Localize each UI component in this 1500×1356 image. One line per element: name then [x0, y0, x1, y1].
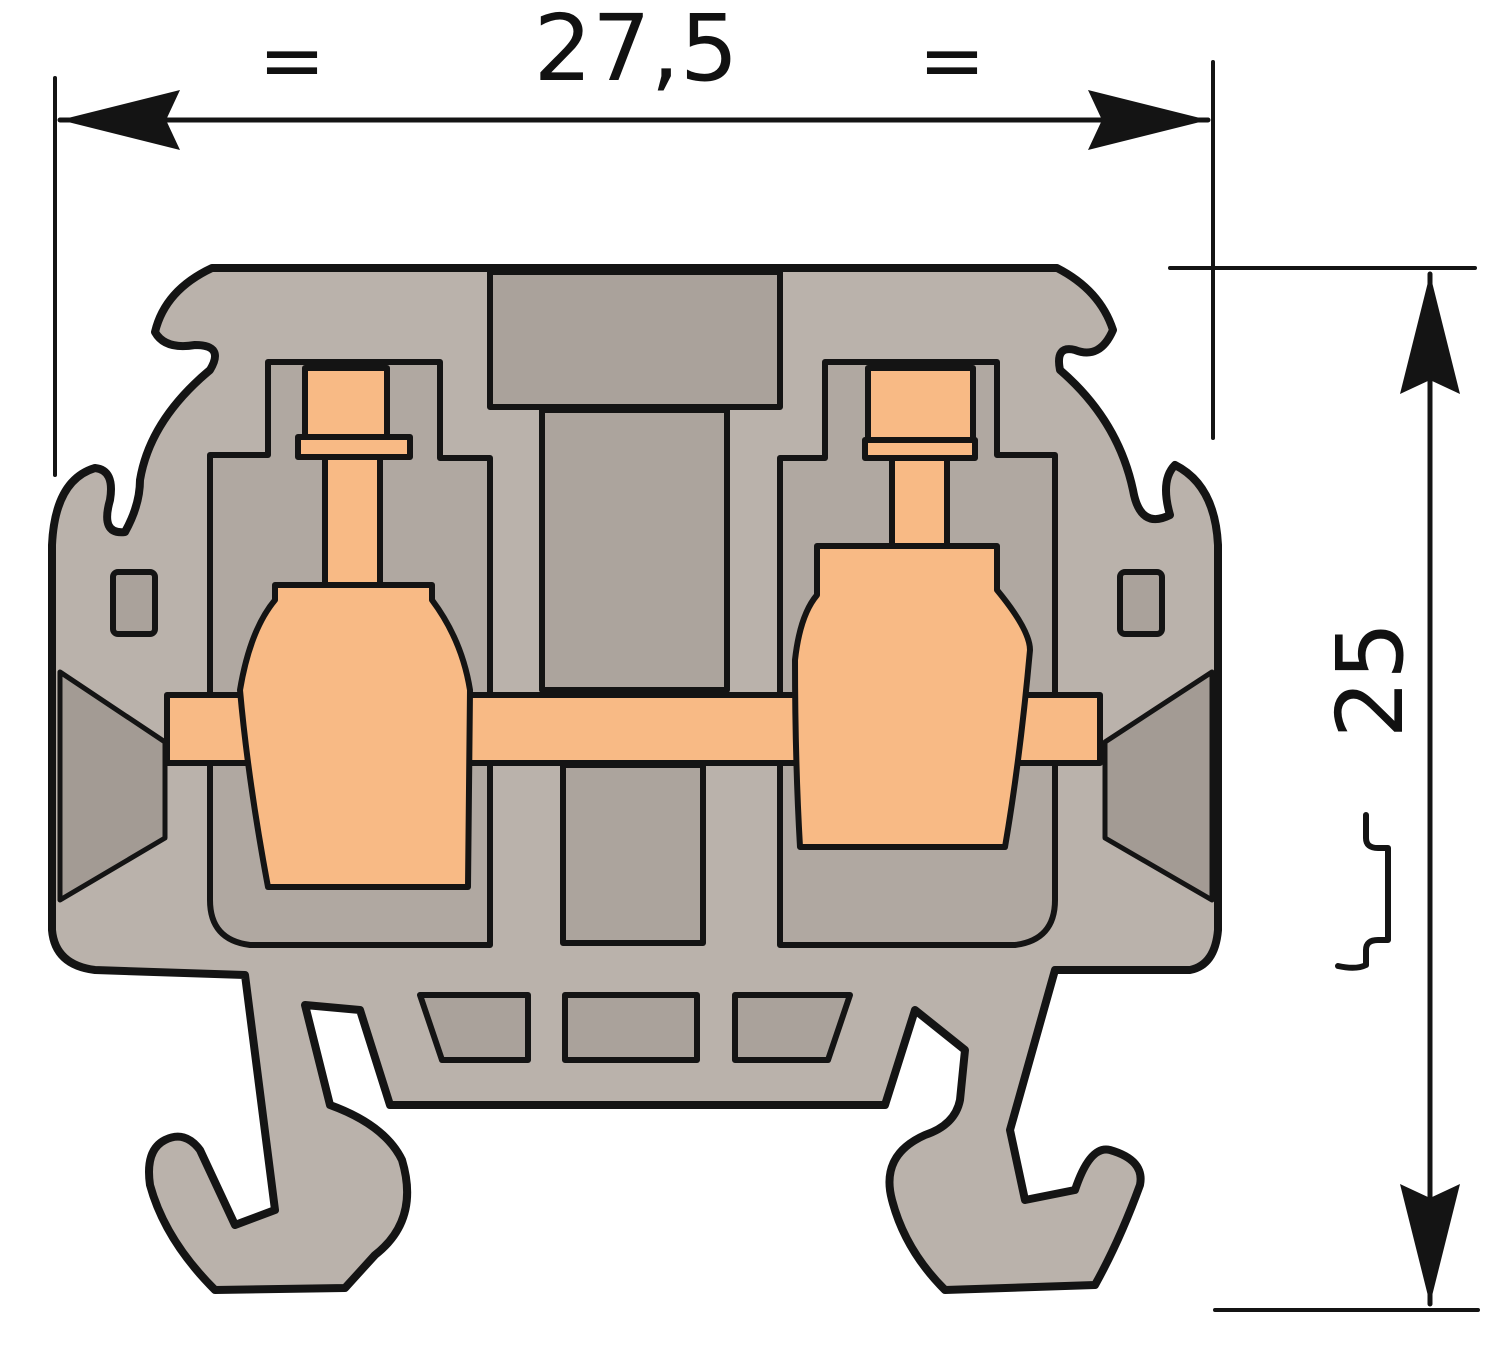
- equal-mark-left: =: [258, 14, 325, 107]
- left-screw-head: [302, 365, 390, 446]
- bottom-vent-right: [732, 992, 853, 1063]
- height-label: 25: [1317, 621, 1424, 738]
- bottom-vent-left: [417, 992, 531, 1063]
- equal-mark-right: =: [918, 14, 985, 107]
- height-dimension: 25: [1168, 266, 1480, 1312]
- din-rail-icon: [1335, 812, 1391, 971]
- right-window: [1117, 569, 1165, 637]
- width-label: 27,5: [534, 0, 739, 102]
- height-arrow-top: [1400, 274, 1460, 394]
- bottom-vent-center: [562, 992, 700, 1063]
- right-clamp: [792, 543, 1033, 850]
- left-clamp: [237, 582, 473, 890]
- left-side-recess: [57, 669, 168, 903]
- right-screw-head: [865, 365, 976, 446]
- center-channel-upper: [539, 407, 730, 693]
- center-channel-lower: [560, 762, 706, 946]
- width-dimension: 27,5 = =: [53, 0, 1215, 477]
- width-arrow-right: [1088, 90, 1208, 150]
- terminal-block: [48, 264, 1222, 1294]
- top-center-cap: [487, 269, 783, 410]
- width-arrow-left: [60, 90, 180, 150]
- right-side-recess: [1102, 669, 1215, 903]
- right-screw-shaft: [889, 455, 950, 549]
- left-screw-shaft: [322, 454, 383, 590]
- height-arrow-bottom: [1400, 1184, 1460, 1304]
- left-window: [110, 569, 158, 637]
